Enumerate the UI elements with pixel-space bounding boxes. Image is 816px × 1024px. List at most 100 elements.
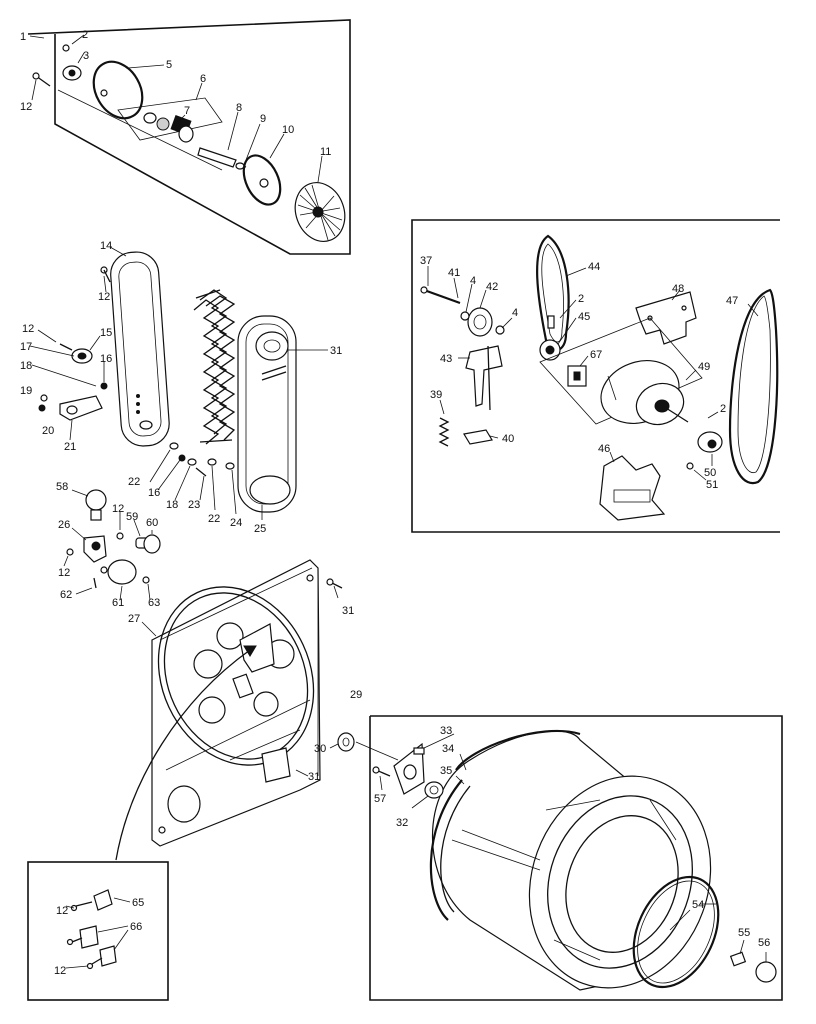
assembly-axis-line <box>57 89 223 171</box>
part-33-bearing-bracket <box>393 742 425 795</box>
callout-22-right: 22 <box>208 513 220 525</box>
callout-12-lamp-top: 12 <box>112 503 124 515</box>
callout-45: 45 <box>578 311 590 323</box>
drum-group-frame <box>369 715 783 1001</box>
callout-12-heater-left: 12 <box>22 323 34 335</box>
callout-31-panel-top: 31 <box>342 605 354 617</box>
part-65-clip <box>70 889 113 912</box>
part-12-screw <box>32 72 51 87</box>
part-39-spring <box>438 417 450 447</box>
callout-54: 54 <box>692 899 704 911</box>
part-59-60-switch <box>116 532 161 554</box>
callout-18-left: 18 <box>20 360 32 372</box>
callout-16-bottom: 16 <box>148 487 160 499</box>
part-58-lamp-bulb <box>85 489 107 521</box>
drum-group: 29 33 34 35 57 32 54 55 56 <box>350 689 783 1001</box>
part-49-motor <box>539 317 703 426</box>
callout-57: 57 <box>374 793 386 805</box>
callout-61: 61 <box>112 597 124 609</box>
callout-1: 1 <box>20 31 26 43</box>
part-30-washer <box>337 732 355 752</box>
callout-41: 41 <box>448 267 460 279</box>
part-40-bracket <box>463 429 493 445</box>
lamp-group: 58 12 59 60 26 12 62 61 63 <box>56 481 161 609</box>
part-11-blower-wheel <box>294 182 346 242</box>
callout-18-bottom: 18 <box>166 499 178 511</box>
inset-pointer-arrow <box>115 649 251 861</box>
part-62-63-hardware <box>66 548 150 589</box>
callout-67: 67 <box>590 349 602 361</box>
inset-frame <box>27 861 169 1001</box>
callout-58: 58 <box>56 481 68 493</box>
heater-group: 14 12 12 15 17 16 18 19 20 21 22 16 18 2… <box>20 240 342 535</box>
part-67-switch <box>567 365 587 387</box>
callout-26: 26 <box>58 519 70 531</box>
callout-20: 20 <box>42 425 54 437</box>
part-57-screw <box>372 766 391 777</box>
part-43-idler-arm <box>465 345 503 411</box>
callout-51: 51 <box>706 479 718 491</box>
part-10-blower-wheel-plate <box>242 154 282 206</box>
callout-4-right: 4 <box>512 307 518 319</box>
callout-25: 25 <box>254 523 266 535</box>
part-9-washer <box>235 162 245 170</box>
part-55-56-roller <box>729 951 777 983</box>
part-19-20-hardware <box>38 266 111 412</box>
callout-50: 50 <box>704 467 716 479</box>
callout-48: 48 <box>672 283 684 295</box>
callout-12: 12 <box>20 101 32 113</box>
inset-group: 12 65 66 12 <box>27 861 169 1001</box>
inset-pointer-arrowhead <box>243 645 257 657</box>
callout-60: 60 <box>146 517 158 529</box>
callout-3: 3 <box>83 50 89 62</box>
motor-group: 37 41 4 42 4 44 2 45 48 47 43 67 49 39 4… <box>411 219 780 533</box>
callout-55: 55 <box>738 927 750 939</box>
callout-56: 56 <box>758 937 770 949</box>
part-14-heater-duct <box>110 251 170 447</box>
part-45-pulley <box>539 315 561 361</box>
callout-37: 37 <box>420 255 432 267</box>
blower-assembly-group: 1 2 3 5 6 7 8 9 10 11 12 <box>20 19 351 255</box>
part-31-screw-top <box>326 578 343 589</box>
callout-65: 65 <box>132 897 144 909</box>
callout-23: 23 <box>188 499 200 511</box>
part-15-17-thermostat <box>59 343 93 364</box>
part-37-41-idler-shaft <box>420 286 461 305</box>
part-51-screw <box>686 462 694 470</box>
callout-31-panel-bottom: 31 <box>308 771 320 783</box>
callout-19: 19 <box>20 385 32 397</box>
callout-2-belt: 2 <box>578 293 584 305</box>
callout-66: 66 <box>130 921 142 933</box>
callout-40: 40 <box>502 433 514 445</box>
callout-62: 62 <box>60 589 72 601</box>
callout-14: 14 <box>100 240 112 252</box>
part-22-24-hardware <box>169 442 235 477</box>
callout-27: 27 <box>128 613 140 625</box>
callout-7: 7 <box>184 105 190 117</box>
callout-11: 11 <box>320 146 331 158</box>
callout-44: 44 <box>588 261 600 273</box>
blower-group-frame <box>27 19 351 255</box>
part-34-35-seal <box>429 779 471 921</box>
part-27-rear-panel <box>151 559 321 847</box>
callout-32: 32 <box>396 817 408 829</box>
callout-2: 2 <box>82 29 88 41</box>
callout-22-left: 22 <box>128 476 140 488</box>
callout-34: 34 <box>442 743 454 755</box>
part-66-clips <box>66 925 117 970</box>
callout-12-inset-top: 12 <box>56 905 68 917</box>
part-54-front-seal <box>632 875 720 989</box>
part-48-motor-mount <box>635 291 697 345</box>
callout-12-heater-top: 12 <box>98 291 110 303</box>
callout-30: 30 <box>314 743 326 755</box>
part-3-bushing <box>62 44 82 81</box>
callout-47: 47 <box>726 295 738 307</box>
motor-group-frame <box>411 219 780 533</box>
part-42-idler-pulley <box>460 307 505 337</box>
callout-63: 63 <box>148 597 160 609</box>
part-47-belt <box>728 288 779 485</box>
callout-29: 29 <box>350 689 362 701</box>
callout-39: 39 <box>430 389 442 401</box>
callout-33: 33 <box>440 725 452 737</box>
